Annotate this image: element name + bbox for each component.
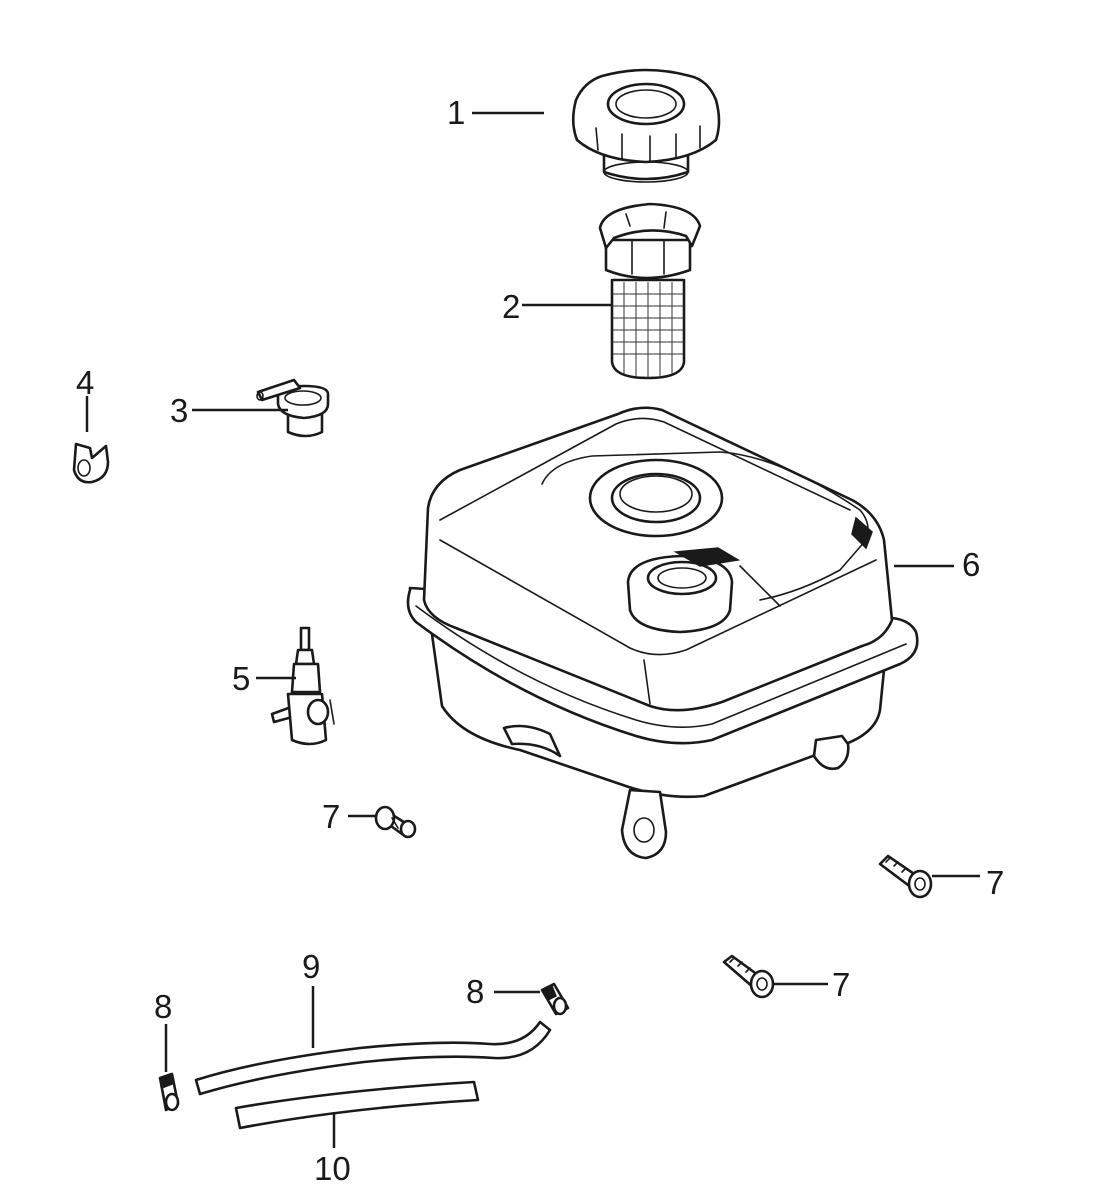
bolt-a-part[interactable] xyxy=(374,805,417,839)
callout-4: 4 xyxy=(76,364,94,401)
callout-2: 2 xyxy=(502,288,520,325)
fuel-hose-lower-part[interactable] xyxy=(234,1080,480,1130)
callout-7c: 7 xyxy=(832,966,850,1003)
callout-10: 10 xyxy=(314,1150,351,1187)
callout-9: 9 xyxy=(302,948,320,985)
bolt-c-part[interactable] xyxy=(722,954,775,999)
fuel-tank-part[interactable] xyxy=(406,406,919,860)
callout-8b: 8 xyxy=(466,973,484,1010)
callout-1: 1 xyxy=(447,94,465,131)
callout-3: 3 xyxy=(170,392,188,429)
callout-7a: 7 xyxy=(322,798,340,835)
fuel-valve-part[interactable] xyxy=(270,626,335,746)
hose-clamp-a-part[interactable] xyxy=(158,1072,180,1112)
clip-part[interactable] xyxy=(72,442,110,484)
callout-5: 5 xyxy=(232,660,250,697)
fuel-cock-fitting-part[interactable] xyxy=(256,378,330,438)
fuel-strainer-part[interactable] xyxy=(598,202,702,380)
callout-6: 6 xyxy=(962,546,980,583)
callout-8a: 8 xyxy=(154,988,172,1025)
hose-clamp-b-part[interactable] xyxy=(540,982,570,1016)
fuel-hose-part[interactable] xyxy=(194,1020,552,1096)
callout-7b: 7 xyxy=(986,864,1004,901)
bolt-b-part[interactable] xyxy=(878,854,933,899)
fuel-cap-part[interactable] xyxy=(571,68,721,183)
